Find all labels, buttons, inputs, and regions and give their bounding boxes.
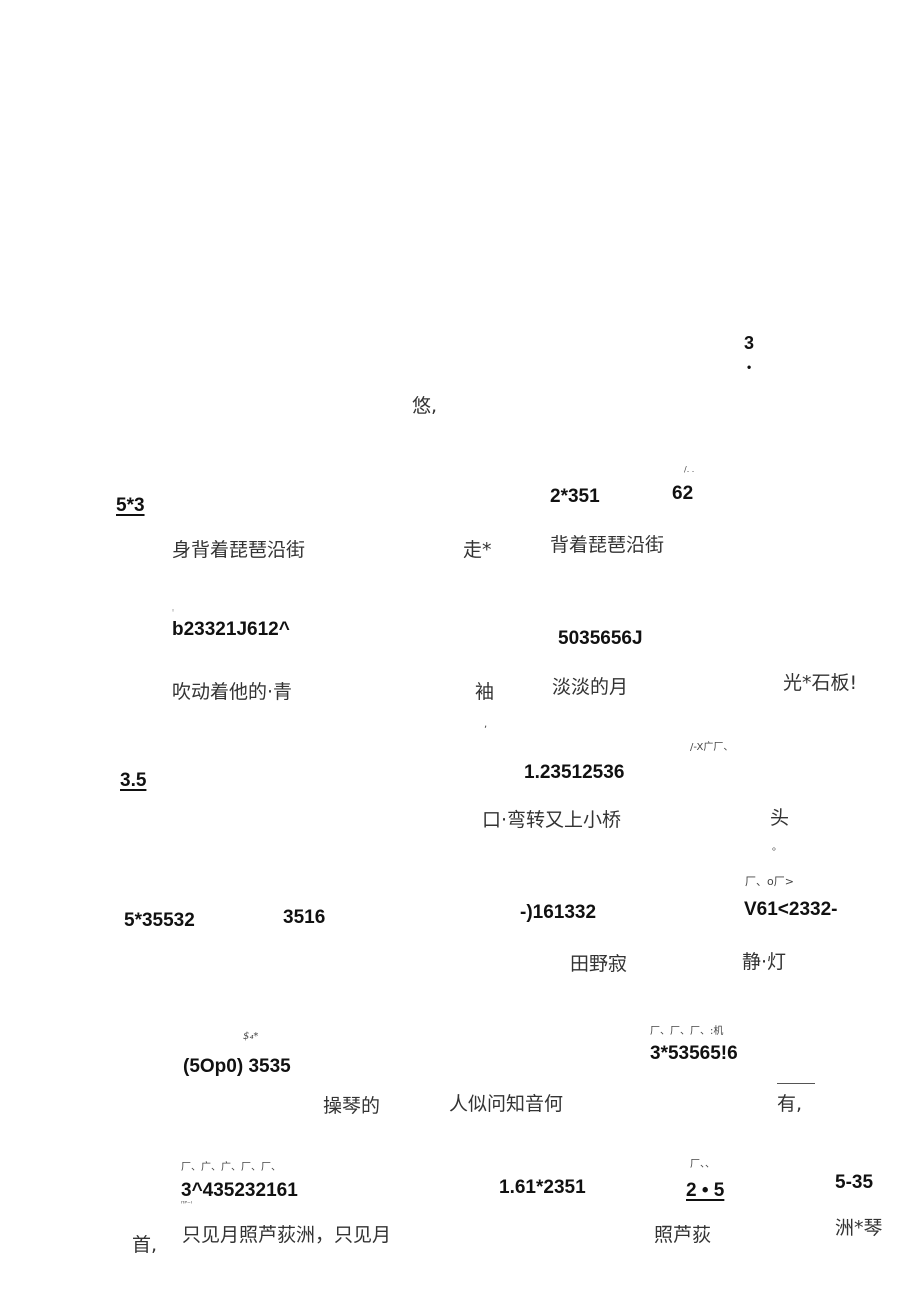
lyric-line: 身背着琵琶沿街 (172, 539, 306, 561)
lyric-line: 人似问知音何 (449, 1093, 564, 1115)
divider-line (777, 1083, 815, 1084)
annotation-mark: ᴴᴾ⁻ᴵ (181, 1200, 192, 1208)
notation-number: b23321J612^ (172, 619, 290, 640)
lyric-line: 田野寂 (570, 953, 628, 975)
notation-number: V61<2332- (744, 899, 838, 920)
lyric-line: 袖 (475, 681, 495, 703)
annotation-mark: /. . (684, 465, 695, 474)
annotation-mark: $₄* (243, 1031, 259, 1042)
lyric-punctuation: 。 (772, 842, 782, 853)
lyric-line: 头 (770, 807, 790, 829)
lyric-line: 只见月照芦荻洲，只见月 (182, 1224, 392, 1246)
notation-number: 3516 (283, 907, 326, 928)
lyric-line: 照芦荻 (654, 1224, 712, 1246)
notation-number: 5*35532 (124, 910, 195, 931)
lyric-line: 淡淡的月 (552, 676, 629, 698)
annotation-mark: 厂、广、广、厂、厂、 (181, 1162, 281, 1173)
lyric-line: 口·弯转又上小桥 (482, 809, 622, 831)
notation-number: (5Op0) 3535 (183, 1056, 291, 1077)
annotation-mark: 厂、、 (690, 1159, 715, 1170)
lyric-line: 有, (777, 1093, 803, 1115)
notation-number: 3*53565!6 (650, 1043, 738, 1064)
annotation-mark: 厂、厂、厂、:机 (650, 1026, 724, 1037)
lyric-line: 走* (463, 539, 492, 561)
notation-number: 62 (672, 483, 694, 504)
top-note-dot: • (747, 360, 752, 374)
annotation-mark: /-X广厂、 (690, 742, 734, 753)
notation-number: 5-35 (835, 1172, 874, 1193)
lyric-line: 操琴的 (323, 1095, 381, 1117)
lyric-word: 悠, (412, 395, 438, 417)
notation-number: 3.5 (120, 770, 147, 791)
notation-number: 2 • 5 (686, 1180, 725, 1201)
lyric-line: 光*石板! (783, 672, 858, 694)
lyric-line: 吹动着他的·青 (172, 681, 293, 703)
notation-number: 1.23512536 (524, 762, 625, 783)
annotation-mark: ◦ (171, 607, 176, 615)
notation-number: -)161332 (520, 902, 597, 923)
lyric-line: 首, (132, 1234, 158, 1256)
notation-number: 1.61*2351 (499, 1177, 586, 1198)
lyric-line: 背着琵琶沿街 (550, 534, 665, 556)
notation-number: 3^435232161 (181, 1180, 298, 1201)
notation-number: 5*3 (116, 495, 145, 516)
notation-number: 5035656J (558, 628, 643, 649)
top-note-mark: 3 (744, 333, 755, 353)
lyric-line: 洲*琴 (835, 1217, 883, 1239)
notation-number: 2*351 (550, 486, 600, 507)
annotation-mark: 厂、o厂> (745, 875, 794, 888)
lyric-line: 静·灯 (742, 951, 787, 973)
lyric-punctuation: , (484, 719, 488, 730)
